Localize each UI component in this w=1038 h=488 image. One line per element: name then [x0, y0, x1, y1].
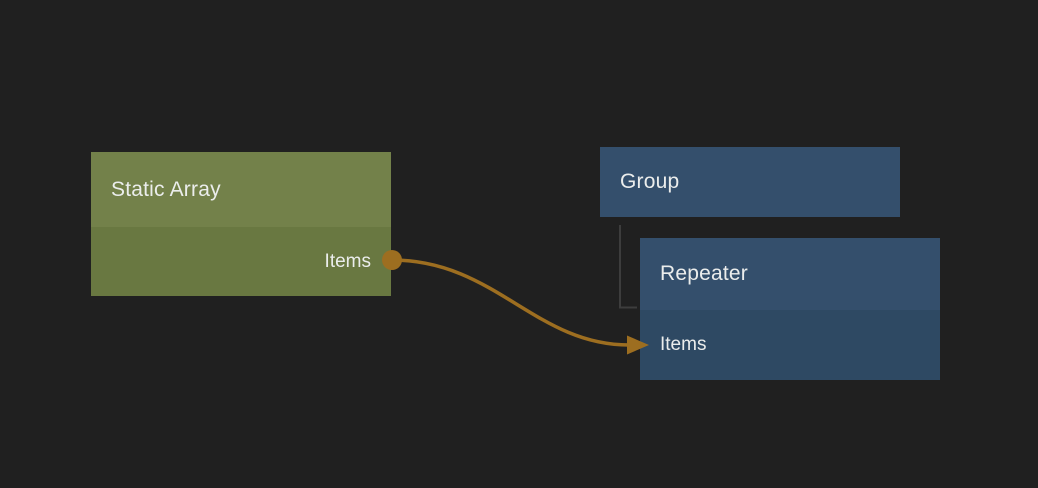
- node-title: Static Array: [111, 177, 221, 201]
- input-port-row-items[interactable]: Items: [640, 310, 940, 380]
- output-port-row-items[interactable]: Items: [91, 227, 391, 296]
- node-static-array[interactable]: Static Array Items: [91, 152, 391, 296]
- node-repeater-header[interactable]: Repeater: [640, 238, 940, 310]
- node-static-array-header[interactable]: Static Array: [91, 152, 391, 227]
- node-group[interactable]: Group: [600, 147, 900, 217]
- node-repeater[interactable]: Repeater Items: [640, 238, 940, 380]
- hierarchy-edge-line: [619, 225, 637, 309]
- node-title: Repeater: [660, 262, 748, 285]
- input-port-label: Items: [660, 334, 707, 355]
- node-group-header[interactable]: Group: [600, 147, 900, 217]
- node-title: Group: [620, 170, 680, 193]
- connection-wire[interactable]: [390, 258, 631, 347]
- output-port-label: Items: [324, 250, 371, 272]
